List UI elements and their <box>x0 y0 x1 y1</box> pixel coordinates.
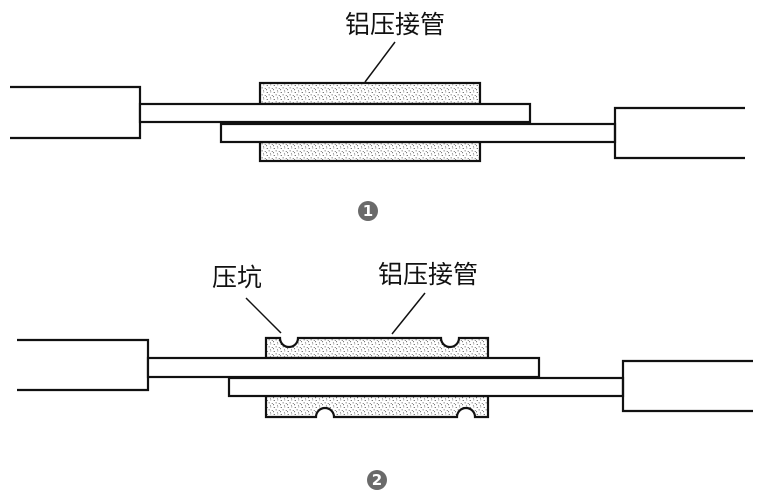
right-conductor <box>219 122 617 144</box>
sleeve-top-section <box>258 81 482 106</box>
crimped-sleeve-bottom-section <box>264 394 490 419</box>
right-conductor-2 <box>227 376 625 398</box>
sleeve-leader-line <box>364 41 396 83</box>
step-number-2: 2 <box>372 471 382 489</box>
step-badge-2: 2 <box>367 470 387 490</box>
right-cable-insulation-2 <box>621 359 753 413</box>
sleeve-label-1: 铝压接管 <box>345 10 445 39</box>
sleeve-leader-line-2 <box>391 292 426 335</box>
left-conductor-2 <box>146 356 541 379</box>
left-cable-insulation-2 <box>17 338 150 392</box>
dent-leader-line <box>245 297 282 334</box>
dent-label: 压坑 <box>212 263 262 292</box>
sleeve-label-2: 铝压接管 <box>378 260 478 289</box>
figure-1 <box>10 41 745 163</box>
step-badge-1: 1 <box>358 201 378 221</box>
crimped-sleeve-top-section <box>264 336 490 360</box>
right-cable-insulation <box>613 106 745 160</box>
left-cable-insulation <box>10 85 142 140</box>
sleeve-bottom-section <box>258 140 482 163</box>
left-conductor <box>138 102 532 124</box>
step-number-1: 1 <box>363 202 373 220</box>
figure-2 <box>17 292 753 419</box>
